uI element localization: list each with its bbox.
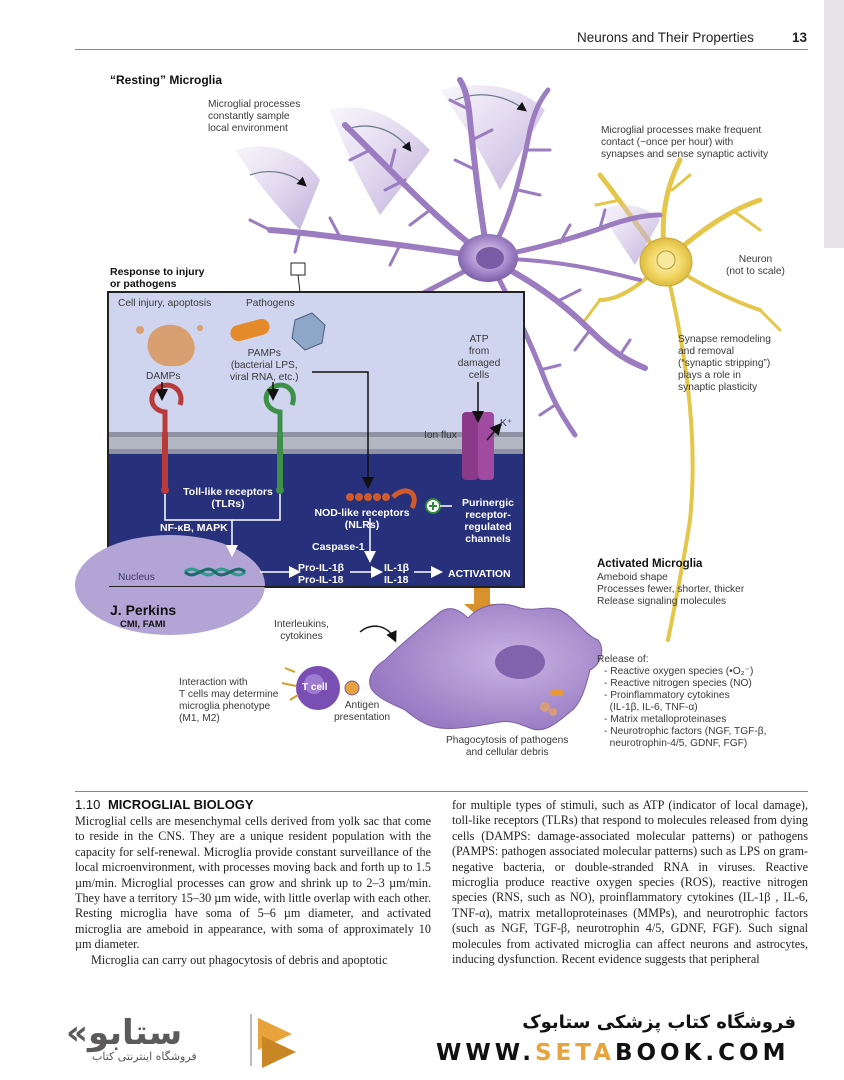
label-tlr: Toll-like receptors (TLRs) <box>183 486 273 510</box>
label-antigen-presentation: Antigen presentation <box>334 700 391 723</box>
label-t-cell-interaction: Interaction with T cells may determine m… <box>179 677 279 724</box>
url-accent: SETA <box>534 1040 615 1066</box>
microglia-figure <box>75 77 782 731</box>
label-pathogens: Pathogens <box>246 298 295 309</box>
running-title: Neurons and Their Properties <box>577 30 754 45</box>
label-cell-injury: Cell injury, apoptosis <box>118 298 212 309</box>
svg-text:«ستابو: «ستابو <box>66 1013 182 1053</box>
release-list: - Reactive oxygen species (•O₂⁻) - React… <box>604 666 766 750</box>
label-purinergic: Purinergic receptor- regulated channels <box>462 497 514 545</box>
store-name: فروشگاه کتاب پزشکی ستابوک <box>522 1012 796 1033</box>
right-column: for multiple types of stimuli, such as A… <box>452 798 808 967</box>
label-pamps: PAMPs (bacterial LPS, viral RNA, etc.) <box>230 348 299 383</box>
artist-credentials: CMI, FAMI <box>120 619 166 630</box>
label-k-plus: K⁺ <box>500 418 513 429</box>
label-nfkb: NF-κB, MAPK <box>160 522 228 534</box>
left-paragraph-2: Microglia can carry out phagocytosis of … <box>91 952 388 967</box>
artist-signature: J. Perkins <box>110 602 177 618</box>
label-phagocytosis: Phagocytosis of pathogens and cellular d… <box>446 735 569 758</box>
activated-microglia-desc: Ameboid shape Processes fewer, shorter, … <box>597 572 745 607</box>
label-t-cell: T cell <box>302 682 328 693</box>
section-title: MICROGLIAL BIOLOGY <box>107 797 254 812</box>
label-activation: ACTIVATION <box>448 568 511 580</box>
section-heading: 1.10 MICROGLIAL BIOLOGY <box>75 797 254 812</box>
release-title: Release of: <box>597 654 649 665</box>
section-rule <box>75 791 808 792</box>
url-prefix: WWW. <box>436 1040 535 1066</box>
release-item: (IL-1β, IL-6, TNF-α) <box>604 702 698 713</box>
resting-microglia-title: “Resting” Microglia <box>110 73 223 87</box>
label-nlr: NOD-like receptors (NLRs) <box>314 507 410 531</box>
thumb-index-tab <box>824 0 844 248</box>
label-pro-il: Pro-IL-1β Pro-IL-18 <box>298 562 345 586</box>
release-item: - Proinflammatory cytokines <box>604 690 730 701</box>
label-atp: ATP from damaged cells <box>457 334 501 381</box>
release-item: neurotrophin-4/5, GDNF, FGF) <box>604 738 748 749</box>
left-paragraph-1: Microglial cells are mesenchymal cells d… <box>75 814 431 952</box>
store-banner[interactable]: «ستابو فروشگاه اینترنتی کتاب فروشگاه کتا… <box>0 994 844 1080</box>
activated-microglia-title: Activated Microglia <box>597 558 703 570</box>
label-damps: DAMPs <box>146 371 181 382</box>
store-url[interactable]: WWW.SETABOOK.COM <box>436 1040 789 1066</box>
url-suffix: BOOK.COM <box>614 1040 790 1066</box>
label-interleukins: Interleukins, cytokines <box>274 619 329 642</box>
left-column: Microglial cells are mesenchymal cells d… <box>75 814 431 968</box>
release-item: - Matrix metalloproteinases <box>604 714 727 725</box>
activated-microglia <box>359 603 603 731</box>
right-paragraph: for multiple types of stimuli, such as A… <box>452 798 808 967</box>
signaling-inset <box>75 291 525 635</box>
logo-mark-icon: «ستابو <box>66 1013 296 1068</box>
label-neuron: Neuron (not to scale) <box>726 254 785 277</box>
label-il: IL-1β IL-18 <box>384 562 410 586</box>
label-processes-contact: Microglial processes make frequent conta… <box>601 125 769 160</box>
release-item: - Reactive nitrogen species (NO) <box>604 678 752 689</box>
release-item: - Reactive oxygen species (•O₂⁻) <box>604 666 754 677</box>
label-ion-flux: Ion flux <box>424 430 457 441</box>
label-processes-sample: Microglial processes constantly sample l… <box>208 99 301 134</box>
page-number: 13 <box>792 30 808 45</box>
setabook-logo: «ستابو فروشگاه اینترنتی کتاب <box>62 1008 318 1072</box>
label-synapse-remodeling: Synapse remodeling and removal (“synapti… <box>678 334 771 393</box>
label-nucleus: Nucleus <box>118 572 155 583</box>
header-rule <box>75 49 808 50</box>
release-item: - Neurotrophic factors (NGF, TGF-β, <box>604 726 767 737</box>
section-number: 1.10 <box>75 797 101 812</box>
logo-tagline: فروشگاه اینترنتی کتاب <box>92 1050 197 1063</box>
label-caspase: Caspase-1 <box>312 541 365 553</box>
t-cell <box>281 666 360 710</box>
label-response-injury: Response to injury or pathogens <box>110 266 205 290</box>
